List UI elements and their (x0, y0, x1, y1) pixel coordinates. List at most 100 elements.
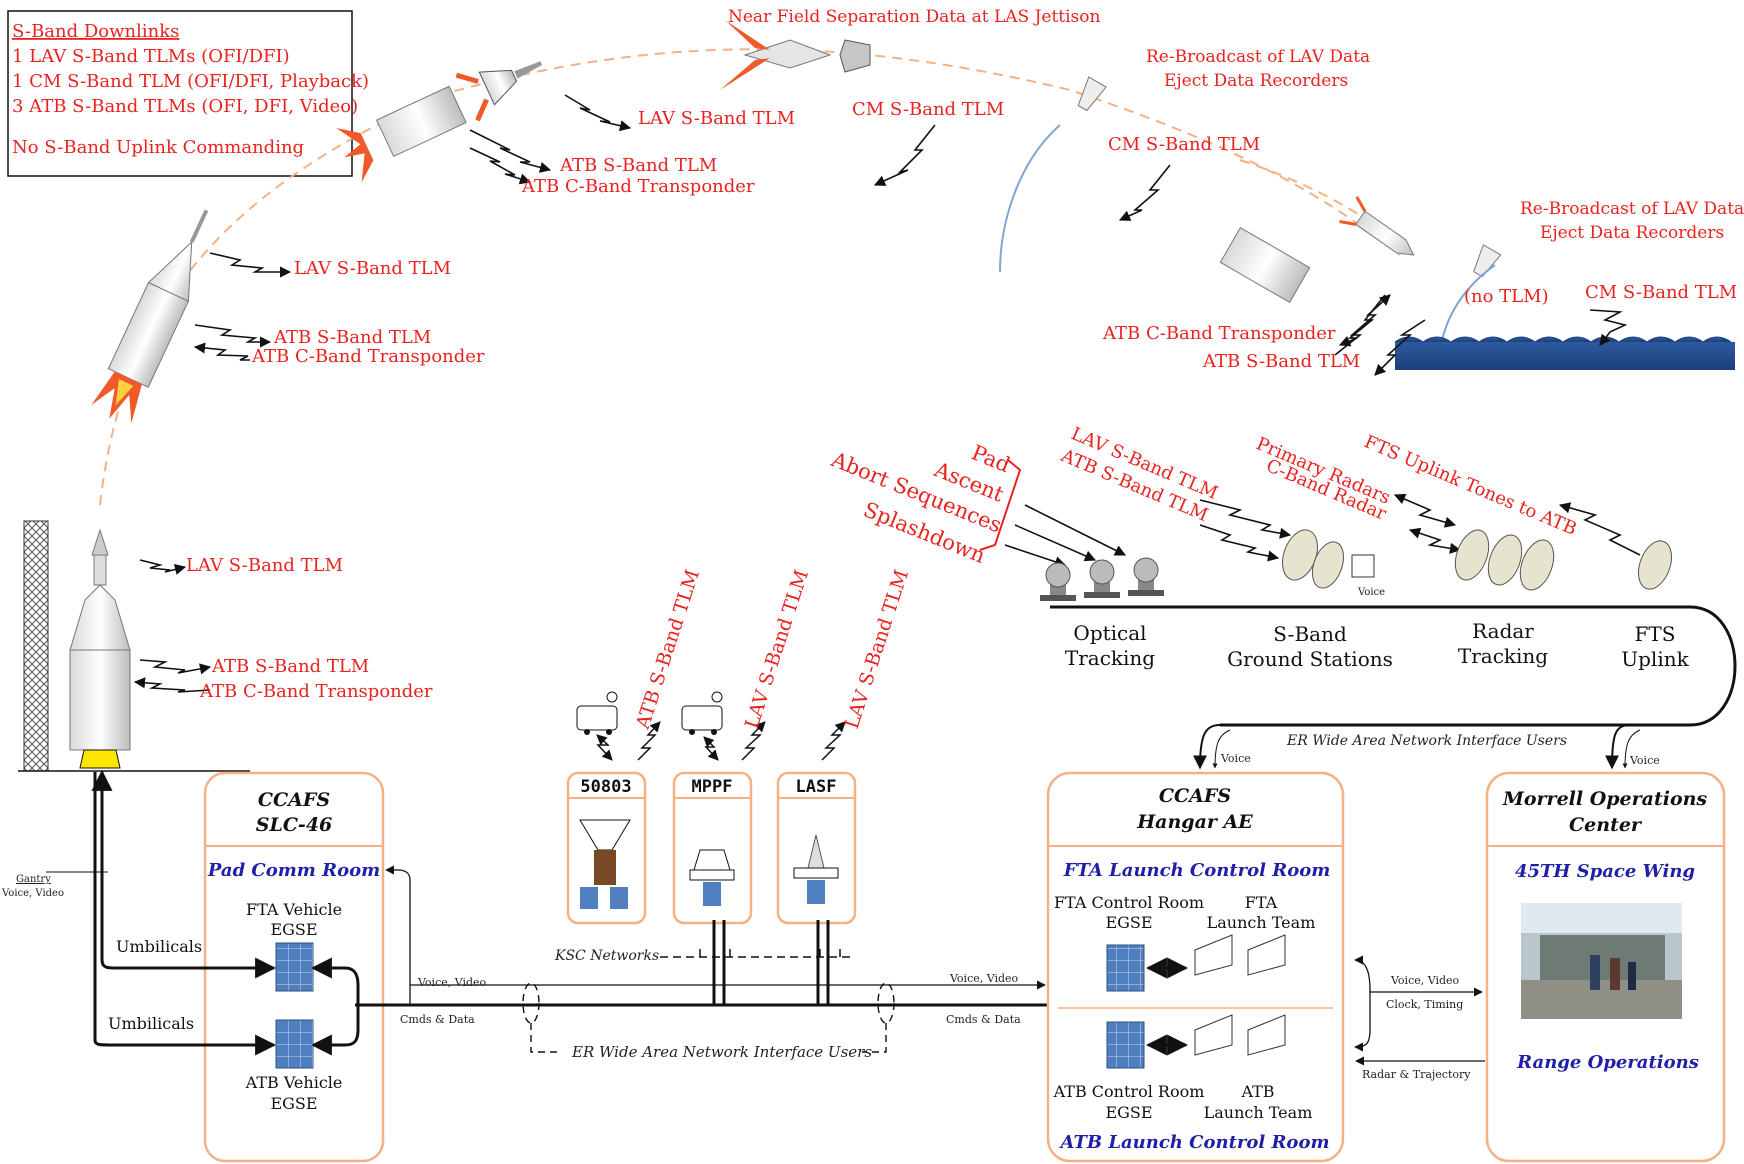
bus-to-hangar (1193, 724, 1221, 770)
clock-timing-moc: Clock, Timing (1386, 998, 1463, 1011)
atb-tlm-label-pad: ATB S-Band TLM (211, 656, 369, 677)
fta-control-rack-icon (1106, 944, 1145, 992)
legend-line-lav: 1 LAV S-Band TLMs (OFI/DFI) (12, 46, 290, 67)
flight-signals (193, 94, 1628, 376)
station-radar-1: Radar (1472, 619, 1534, 643)
rebroadcast-label-1b: Eject Data Recorders (1164, 71, 1348, 91)
vans-icons (576, 691, 723, 735)
legend-line-atb: 3 ATB S-Band TLMs (OFI, DFI, Video) (12, 96, 358, 117)
er-wan-dashed-bus (522, 982, 895, 1053)
optical-tracking-icons (1040, 557, 1164, 601)
cm-tlm-label-mid: CM S-Band TLM (1108, 134, 1260, 155)
fta-control-egse-1: FTA Control Room (1054, 893, 1204, 912)
atb-tlm-label-ascent: ATB S-Band TLM (273, 327, 431, 348)
atb-cband-label-ascent: ATB C-Band Transponder (251, 346, 485, 367)
atb-egse-rack-icon (275, 1019, 314, 1069)
ejected-recorder-icon (1077, 76, 1107, 112)
atb-control-egse-1: ATB Control Room (1053, 1082, 1205, 1101)
legend-note: No S-Band Uplink Commanding (12, 137, 304, 158)
lav-tlm-label-pad: LAV S-Band TLM (186, 555, 343, 576)
hangar-title-2: Hangar AE (1136, 811, 1253, 833)
atb-launch-team-1: ATB (1240, 1082, 1274, 1101)
fta-egse-label-1: FTA Vehicle (246, 900, 342, 919)
cm-parachute-line (999, 124, 1061, 273)
atb-cband-label-sep: ATB C-Band Transponder (521, 176, 755, 197)
fta-launch-team-1: FTA (1245, 893, 1278, 912)
pad-signals (133, 559, 212, 693)
fta-launch-control-room: FTA Launch Control Room (1063, 860, 1331, 881)
moc-building-photo (1521, 903, 1682, 1019)
no-tlm-label: (no TLM) (1464, 286, 1549, 307)
fta-egse-rack-icon (275, 942, 314, 992)
facility-signals (596, 721, 846, 761)
station-sband-1: S-Band (1273, 622, 1347, 646)
radar-trajectory-moc: Radar & Trajectory (1362, 1068, 1471, 1081)
legend-title: S-Band Downlinks (12, 21, 179, 42)
atb-cband-label-splash: ATB C-Band Transponder (1102, 323, 1336, 344)
moc-wing: 45TH Space Wing (1515, 861, 1695, 882)
hangar-moc-links (1354, 955, 1485, 1066)
hangar-ae-box: CCAFS Hangar AE FTA Launch Control Room … (1046, 771, 1345, 1163)
ksc-networks-bus (660, 948, 850, 958)
range-signals (1004, 493, 1641, 568)
moc-voice-label: Voice (1629, 754, 1660, 767)
separation-vehicle-icon (336, 85, 467, 183)
atb-egse-label-1: ATB Vehicle (245, 1073, 343, 1092)
sband-antenna-icons (1282, 529, 1375, 589)
hangar-title-1: CCAFS (1159, 785, 1231, 807)
moc-title-2: Center (1569, 814, 1643, 836)
cm-tlm-label-splash: CM S-Band TLM (1585, 282, 1737, 303)
er-wan-label-top: ER Wide Area Network Interface Users (1286, 733, 1567, 749)
atb-egse-label-2: EGSE (270, 1094, 317, 1113)
ejected-recorder-2-icon (1473, 244, 1502, 278)
umbilicals-label-1: Umbilicals (116, 937, 202, 956)
atb-tlm-label-splash: ATB S-Band TLM (1202, 351, 1360, 372)
cm-tlm-label-top: CM S-Band TLM (852, 99, 1004, 120)
umbilicals-label-2: Umbilicals (108, 1014, 194, 1033)
voice-video-left: Voice, Video (417, 976, 487, 989)
moc-box: Morrell Operations Center 45TH Space Win… (1485, 771, 1726, 1163)
abort-vehicle-icon (1339, 196, 1415, 256)
ocean-icon (1394, 336, 1735, 370)
cmds-data-right: Cmds & Data (946, 1013, 1021, 1026)
slc46-title-2: SLC-46 (256, 814, 333, 836)
atb-tlm-label-sep: ATB S-Band TLM (559, 155, 717, 176)
bus-to-moc-voice (1622, 729, 1641, 769)
atb-launch-control-room: ATB Launch Control Room (1058, 1132, 1329, 1153)
station-fts-2: Uplink (1621, 647, 1689, 671)
ascent-vehicle-icon (91, 209, 209, 424)
lav-tlm-label-ascent: LAV S-Band TLM (294, 258, 451, 279)
cmds-data-left: Cmds & Data (400, 1013, 475, 1026)
gantry-voice-video-label: Voice, Video (1, 888, 64, 899)
atb-launch-team-2: Launch Team (1204, 1103, 1313, 1122)
bus-to-moc (1605, 724, 1631, 770)
atb-control-rack-icon (1106, 1021, 1145, 1069)
bus-to-hangar-voice (1212, 729, 1231, 769)
fta-control-egse-2: EGSE (1105, 913, 1152, 932)
legend-box: S-Band Downlinks 1 LAV S-Band TLMs (OFI/… (7, 10, 369, 177)
facility-lav-tlm-label-1: LAV S-Band TLM (741, 567, 813, 731)
station-bus-line (1050, 605, 1737, 727)
voice-video-right: Voice, Video (949, 972, 1019, 985)
facility-lasf: LASF (776, 771, 857, 925)
flight-trajectory-arc (99, 48, 1401, 506)
facility-lav-tlm-label-2: LAV S-Band TLM (841, 567, 913, 731)
facility-mppf-title: MPPF (692, 777, 733, 797)
rocket-on-pad-icon (69, 528, 131, 769)
phases-list: Pad Ascent Abort Sequences Splashdown (827, 440, 1022, 568)
atb-cband-label-pad: ATB C-Band Transponder (199, 681, 433, 702)
las-jettison-icon (720, 20, 871, 90)
umbilical-lines (91, 769, 277, 1056)
moc-range-ops: Range Operations (1516, 1052, 1699, 1073)
legend-line-cm: 1 CM S-Band TLM (OFI/DFI, Playback) (12, 71, 369, 92)
ksc-networks-label: KSC Networks (554, 948, 659, 964)
station-radar-2: Tracking (1458, 644, 1548, 668)
fts-antenna-icon (1638, 540, 1672, 590)
capsule-separating-icon (455, 61, 543, 122)
slc46-title-1: CCAFS (258, 789, 330, 811)
fta-console-icons (1194, 934, 1286, 976)
station-optical-1: Optical (1073, 621, 1146, 645)
sband-voice-label: Voice (1357, 587, 1385, 598)
fta-egse-label-2: EGSE (270, 920, 317, 939)
